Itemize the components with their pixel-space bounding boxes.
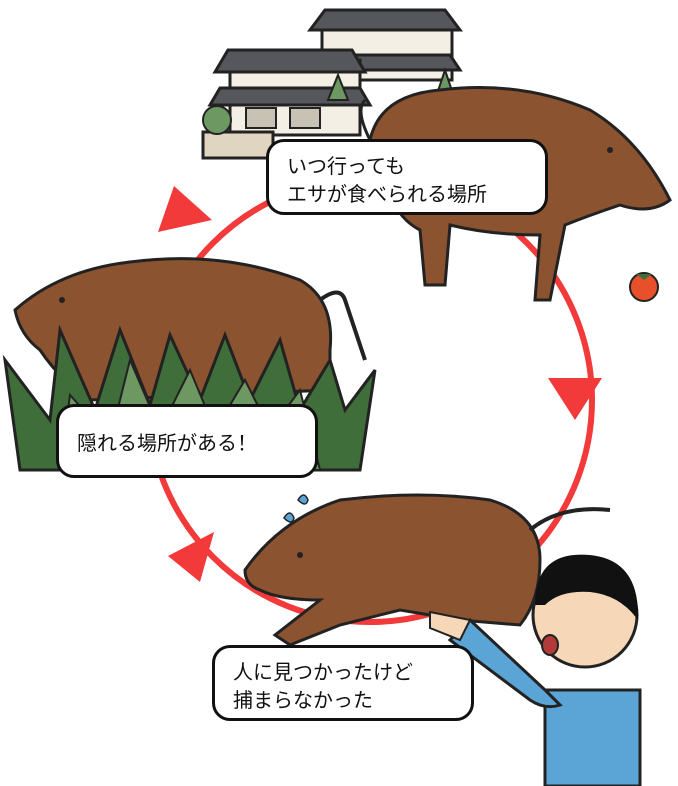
boar-hiding: [13, 257, 367, 402]
bubble-left-line-1: 隠れる場所がある！: [77, 431, 257, 455]
speech-bubble-food-place: いつ行っても エサが食べられる場所: [266, 139, 548, 215]
boar-fleeing: [243, 493, 611, 647]
speech-bubble-hiding-place: 隠れる場所がある！: [56, 404, 318, 478]
bubble-top-line-2: エサが食べられる場所: [287, 182, 487, 206]
bubble-top-line-1: いつ行っても: [287, 154, 405, 178]
arrow-head-upper-left: [158, 186, 212, 232]
sweat-drops-icon: [283, 494, 309, 523]
speech-bubble-escaped: 人に見つかったけど 捕まらなかった: [212, 645, 474, 721]
persimmon-icon: [629, 272, 659, 302]
bubble-bottom-line-1: 人に見つかったけど: [233, 660, 413, 684]
person-pointing: [429, 554, 642, 786]
arrow-head-lower-left: [168, 532, 214, 582]
bubble-bottom-line-2: 捕まらなかった: [233, 688, 373, 712]
arrow-head-right: [548, 378, 602, 420]
